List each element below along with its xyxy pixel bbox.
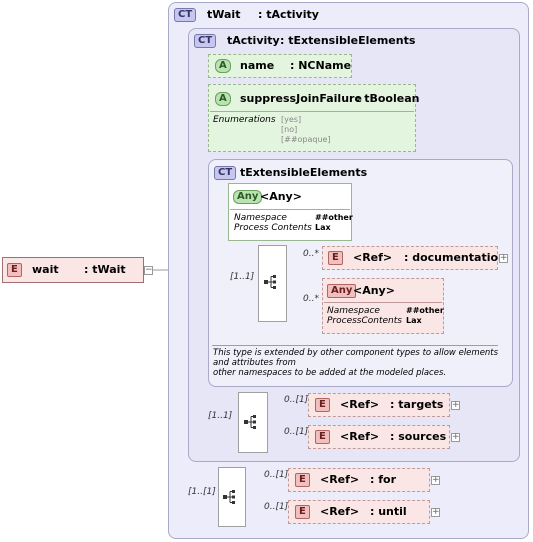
collapse-toggle[interactable]: − (144, 265, 153, 275)
cardinality-label: [1..1] (208, 411, 233, 421)
element-badge: E (315, 398, 330, 412)
any-badge: Any (327, 284, 357, 298)
cardinality-label: [1..1] (230, 272, 255, 282)
namespace-label: Namespace (327, 306, 380, 316)
element-badge: E (295, 473, 310, 487)
sequence-icon (223, 490, 235, 504)
divider (324, 302, 442, 303)
cardinality-label: 0..[1] (264, 470, 289, 480)
cardinality-label: 0..* (303, 249, 319, 259)
element-type: : tWait (84, 263, 126, 276)
element-ref-label: <Ref> (353, 251, 393, 264)
element-ref-type: : sources (390, 430, 447, 443)
complex-type-base: : tExtensibleElements (280, 34, 416, 47)
complex-type-name: tActivity (227, 34, 280, 47)
cardinality-label: [1..[1] (188, 487, 216, 497)
enum-value: [yes] (281, 115, 302, 124)
element-ref-label: <Ref> (320, 473, 360, 486)
any-badge: Any (233, 190, 263, 204)
complex-type-badge: CT (194, 34, 217, 48)
expand-toggle[interactable]: + (451, 400, 460, 410)
element-badge: E (7, 263, 22, 277)
cardinality-label: 0..[1] (284, 395, 309, 405)
element-name: wait (32, 263, 59, 276)
expand-toggle[interactable]: + (499, 253, 508, 263)
element-ref-label: <Ref> (340, 430, 380, 443)
element-ref-targets[interactable] (308, 393, 450, 417)
attribute-suppress-join-failure[interactable] (208, 84, 416, 152)
element-ref-documentation[interactable] (322, 246, 498, 270)
element-ref-sources[interactable] (308, 425, 450, 449)
element-ref-until[interactable] (288, 500, 430, 524)
namespace-value: ##other (406, 306, 444, 315)
attribute-label: name (240, 59, 275, 72)
namespace-label: Namespace (234, 213, 287, 223)
type-documentation: This type is extended by other component… (213, 348, 499, 378)
element-badge: E (328, 251, 343, 265)
complex-type-name: tWait (207, 8, 241, 21)
cardinality-label: 0..[1] (264, 502, 289, 512)
attribute-type: : tBoolean (356, 92, 420, 105)
complex-type-name: tExtensibleElements (240, 166, 368, 179)
sequence-compositor[interactable] (258, 245, 287, 322)
cardinality-label: 0..[1] (284, 427, 309, 437)
attribute-badge: A (215, 92, 231, 106)
process-contents-value: Lax (406, 316, 422, 325)
any-label: <Any> (353, 284, 395, 297)
complex-type-badge: CT (214, 166, 237, 180)
element-ref-type: : documentation (404, 251, 506, 264)
element-ref-label: <Ref> (320, 505, 360, 518)
complex-type-badge: CT (174, 8, 197, 22)
process-contents-label: Process Contents (234, 223, 312, 233)
enum-value: [no] (281, 125, 298, 134)
expand-toggle[interactable]: + (431, 507, 440, 517)
process-contents-label: ProcessContents (327, 316, 402, 326)
element-ref-type: : targets (390, 398, 444, 411)
process-contents-value: Lax (315, 223, 331, 232)
element-ref-type: : until (370, 505, 407, 518)
attribute-badge: A (215, 59, 231, 73)
complex-type-base: : tActivity (258, 8, 319, 21)
expand-toggle[interactable]: + (451, 432, 460, 442)
element-badge: E (295, 505, 310, 519)
element-ref-for[interactable] (288, 468, 430, 492)
element-wait[interactable] (2, 257, 144, 283)
namespace-value: ##other (315, 213, 353, 222)
cardinality-label: 0..* (303, 294, 319, 304)
divider (230, 209, 350, 210)
expand-toggle[interactable]: + (431, 475, 440, 485)
sequence-icon (244, 415, 256, 429)
enumerations-label: Enumerations (213, 115, 276, 125)
attribute-type: : NCName (290, 59, 352, 72)
divider (210, 111, 414, 112)
attribute-name[interactable] (208, 54, 352, 78)
divider (212, 345, 498, 346)
element-ref-type: : for (370, 473, 396, 486)
element-badge: E (315, 430, 330, 444)
any-label: <Any> (260, 190, 302, 203)
attribute-label: suppressJoinFailure (240, 92, 362, 105)
element-ref-label: <Ref> (340, 398, 380, 411)
sequence-icon (264, 275, 276, 289)
enum-value: [##opaque] (281, 135, 331, 144)
